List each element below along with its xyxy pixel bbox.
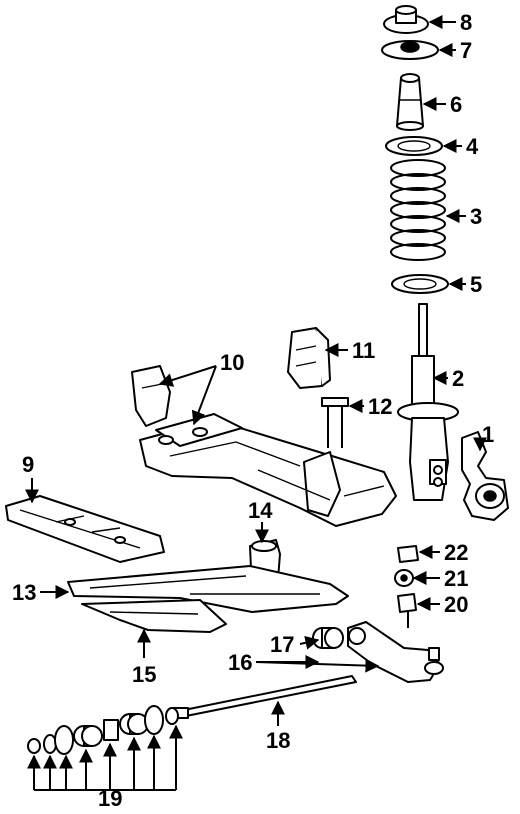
upper-spring-insulator <box>385 136 443 156</box>
control-arm-bushing <box>312 627 344 649</box>
callout-19: 19 <box>98 786 122 811</box>
callout-17: 17 <box>270 632 294 657</box>
steering-knuckle <box>461 431 509 521</box>
callout-20: 20 <box>444 592 468 617</box>
callout-6: 6 <box>450 92 462 117</box>
callout-18: 18 <box>266 728 290 753</box>
stabilizer-bracket <box>397 545 419 563</box>
stabilizer-link <box>397 593 417 628</box>
callout-13: 13 <box>12 580 36 605</box>
callout-3: 3 <box>470 204 482 229</box>
splash-shield <box>5 495 165 563</box>
callout-21: 21 <box>444 566 468 591</box>
crossmember-bracket <box>287 327 331 389</box>
strut-assembly <box>397 303 459 501</box>
lower-spring-insulator <box>391 274 449 294</box>
callout-7: 7 <box>460 38 472 63</box>
callout-2: 2 <box>452 366 464 391</box>
front-crossmember <box>139 413 397 527</box>
lower-control-arm <box>347 621 444 683</box>
crossmember-front-bracket <box>131 365 171 427</box>
callout-12: 12 <box>368 394 392 419</box>
strut-bearing <box>381 40 439 60</box>
callout-15: 15 <box>132 662 156 687</box>
callout-9: 9 <box>22 452 34 477</box>
callout-16: 16 <box>228 650 252 675</box>
leader-lines <box>25 15 487 791</box>
mount-bolts <box>321 397 349 448</box>
callout-11: 11 <box>352 338 375 363</box>
callout-4: 4 <box>466 134 479 159</box>
callout-5: 5 <box>470 272 482 297</box>
lower-brace <box>81 599 227 633</box>
callout-10: 10 <box>220 350 244 375</box>
lower-frame <box>67 565 349 613</box>
callout-8: 8 <box>460 10 472 35</box>
strut-rod <box>173 675 357 719</box>
coil-spring <box>390 159 446 261</box>
stabilizer-bushing <box>394 569 414 587</box>
bump-stop-boot <box>396 73 424 131</box>
upper-strut-mount <box>383 5 429 34</box>
callout-1: 1 <box>482 422 494 447</box>
callout-14: 14 <box>248 498 273 523</box>
callout-22: 22 <box>444 540 468 565</box>
rod-hardware-set <box>27 705 179 755</box>
